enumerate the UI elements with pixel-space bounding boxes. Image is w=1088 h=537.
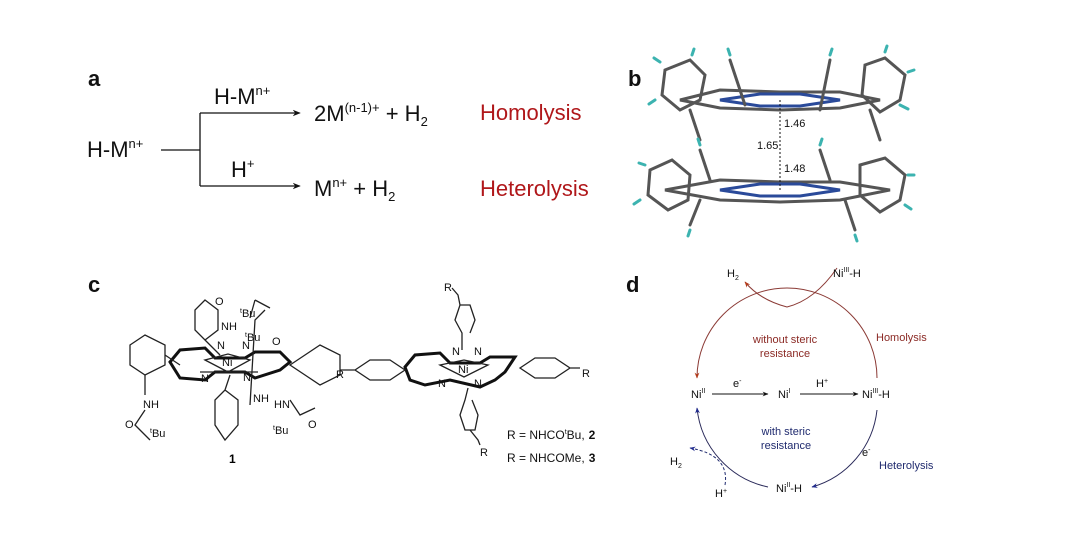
svg-text:Ni: Ni bbox=[458, 364, 468, 376]
svg-text:NH: NH bbox=[143, 399, 159, 411]
compound-1-structure: N N Ni N N NH NH NH HN O O O O tBu tBu t… bbox=[125, 296, 341, 442]
heterolysis-products: Mn+ + H2 bbox=[314, 175, 395, 204]
svg-text:R: R bbox=[582, 368, 590, 380]
compound-1-number: 1 bbox=[229, 452, 236, 466]
svg-text:tBu: tBu bbox=[273, 425, 288, 437]
panel-b: b 1.46 1.65 1.48 bbox=[628, 44, 916, 243]
svg-text:N: N bbox=[452, 346, 460, 358]
r-definition-2: R = NHCOtBu,2 bbox=[507, 428, 596, 442]
electron-2: e- bbox=[862, 447, 871, 459]
svg-text:N: N bbox=[201, 373, 209, 385]
svg-text:O: O bbox=[308, 419, 317, 431]
ni3-h-top: NiIII-H bbox=[833, 267, 861, 280]
svg-text:N: N bbox=[474, 346, 482, 358]
svg-text:N: N bbox=[243, 372, 251, 384]
heterolysis-arc-right bbox=[811, 409, 878, 488]
svg-text:R: R bbox=[336, 369, 344, 381]
proton: H+ bbox=[816, 378, 828, 390]
heterolysis-label-d: Heterolysis bbox=[879, 460, 934, 472]
panel-label-d: d bbox=[626, 272, 639, 297]
svg-text:O: O bbox=[272, 336, 281, 348]
svg-text:HN: HN bbox=[274, 399, 290, 411]
panel-d: d H2 NiIII-H Homolysis without steric re… bbox=[626, 267, 934, 500]
ni1: NiI bbox=[778, 388, 790, 401]
svg-text:N: N bbox=[217, 340, 225, 352]
svg-text:NH: NH bbox=[253, 393, 269, 405]
heterolysis-label: Heterolysis bbox=[480, 176, 589, 201]
homolysis-arc bbox=[694, 287, 878, 379]
ni3-h: NiIII-H bbox=[862, 388, 890, 401]
svg-text:tBu: tBu bbox=[240, 308, 255, 320]
panel-label-c: c bbox=[88, 272, 100, 297]
h2-bottom: H2 bbox=[670, 456, 682, 470]
panel-a: a H-Mn+ H-Mn+ H+ 2M(n-1)+ + H2 Mn+ + H2 … bbox=[87, 66, 589, 204]
svg-text:N: N bbox=[474, 378, 482, 390]
panel-label-b: b bbox=[628, 66, 641, 91]
top-reagent: H-Mn+ bbox=[214, 83, 270, 109]
svg-text:R: R bbox=[480, 447, 488, 459]
homolysis-label-d: Homolysis bbox=[876, 332, 927, 344]
ni2: NiII bbox=[691, 388, 705, 401]
ni2-h: NiII-H bbox=[776, 482, 802, 495]
h2-release-bottom-arrow bbox=[689, 446, 727, 486]
svg-text:tBu: tBu bbox=[150, 428, 165, 440]
compound-2-3-structure: N N Ni N N R R R R bbox=[336, 282, 590, 459]
crystal-structure bbox=[632, 44, 916, 243]
svg-text:R: R bbox=[444, 282, 452, 294]
branch-lines bbox=[161, 112, 298, 187]
svg-text:NH: NH bbox=[221, 321, 237, 333]
distance-1-46: 1.46 bbox=[784, 118, 805, 130]
distance-1-48: 1.48 bbox=[784, 163, 805, 175]
svg-text:O: O bbox=[125, 419, 134, 431]
with-steric-line2: resistance bbox=[761, 440, 811, 452]
homolysis-label: Homolysis bbox=[480, 100, 581, 125]
panel-label-a: a bbox=[88, 66, 101, 91]
h2-release-top-arrow bbox=[744, 267, 838, 308]
svg-text:tBu: tBu bbox=[245, 332, 260, 344]
svg-text:O: O bbox=[215, 296, 224, 308]
svg-text:N: N bbox=[438, 378, 446, 390]
without-steric-line1: without steric bbox=[752, 334, 818, 346]
panel-c: c N N Ni N N NH NH NH HN O O O O tBu tBu… bbox=[88, 272, 596, 466]
with-steric-line1: with steric bbox=[761, 426, 811, 438]
reactant-h-m: H-Mn+ bbox=[87, 136, 143, 162]
electron-1: e- bbox=[733, 378, 742, 390]
h2-top: H2 bbox=[727, 268, 739, 282]
r-definition-3: R = NHCOMe,3 bbox=[507, 451, 596, 465]
homolysis-products: 2M(n-1)+ + H2 bbox=[314, 100, 428, 129]
heterolysis-arc-left bbox=[695, 407, 769, 488]
distance-1-65: 1.65 bbox=[757, 140, 778, 152]
without-steric-line2: resistance bbox=[760, 348, 810, 360]
bottom-reagent: H+ bbox=[231, 156, 254, 182]
svg-text:N: N bbox=[242, 340, 250, 352]
svg-text:Ni: Ni bbox=[222, 357, 232, 369]
proton-bottom: H+ bbox=[715, 488, 727, 500]
